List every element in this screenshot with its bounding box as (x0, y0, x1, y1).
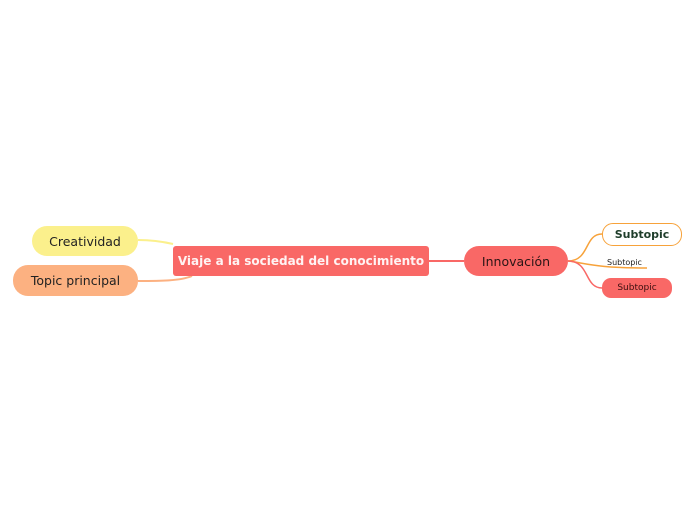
subtopic-plain-label: Subtopic (607, 257, 642, 267)
central-topic-label: Viaje a la sociedad del conocimiento (177, 254, 425, 268)
topic-principal[interactable]: Topic principal (13, 265, 138, 296)
subtopic-filled-label: Subtopic (617, 283, 657, 293)
connector-topic-principal (137, 275, 193, 282)
topic-innovacion-label: Innovación (481, 253, 551, 269)
topic-innovacion[interactable]: Innovación (464, 246, 568, 276)
topic-principal-label: Topic principal (30, 273, 121, 288)
connector-subtopic-1 (567, 233, 603, 262)
central-topic[interactable]: Viaje a la sociedad del conocimiento (173, 246, 429, 276)
connector-creatividad (137, 239, 174, 245)
subtopic-plain[interactable]: Subtopic (605, 254, 647, 270)
subtopic-outlined-label: Subtopic (614, 228, 670, 241)
subtopic-outlined[interactable]: Subtopic (602, 223, 682, 246)
topic-creatividad[interactable]: Creatividad (32, 226, 138, 256)
connector-subtopic-3 (567, 260, 603, 289)
subtopic-filled[interactable]: Subtopic (602, 278, 672, 298)
topic-creatividad-label: Creatividad (49, 233, 121, 249)
